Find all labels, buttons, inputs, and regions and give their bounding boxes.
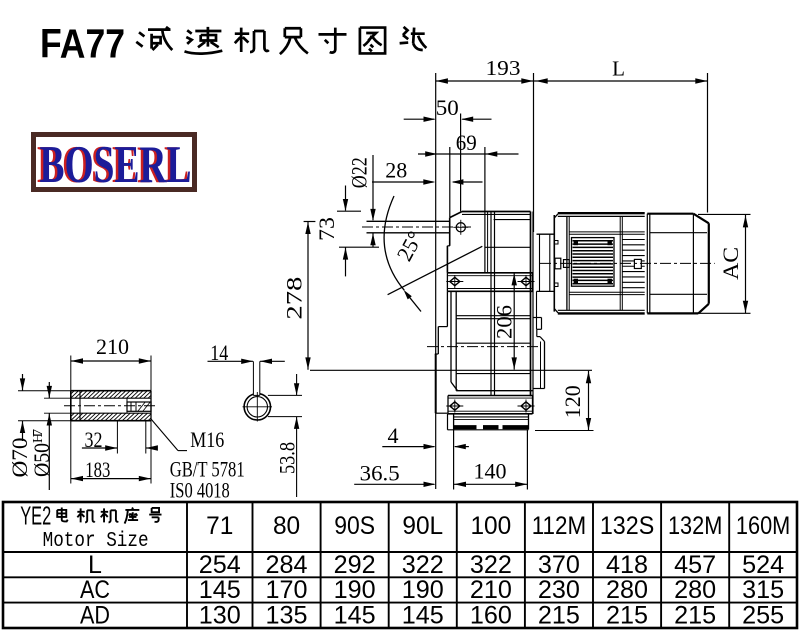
svg-text:190: 190 [402, 576, 444, 604]
svg-text:73: 73 [314, 217, 339, 241]
svg-text:254: 254 [199, 551, 241, 579]
svg-text:Ø22: Ø22 [347, 157, 372, 188]
svg-text:112M: 112M [532, 512, 586, 540]
svg-text:132M: 132M [668, 512, 722, 540]
svg-text:215: 215 [606, 602, 648, 630]
svg-text:M16: M16 [190, 427, 224, 452]
svg-text:193: 193 [486, 56, 521, 80]
svg-text:AD: AD [80, 602, 110, 630]
svg-text:215: 215 [674, 602, 716, 630]
svg-text:160M: 160M [736, 512, 790, 540]
svg-text:32: 32 [85, 427, 103, 452]
svg-text:IS0 4018: IS0 4018 [170, 477, 230, 502]
svg-text:120: 120 [560, 385, 585, 418]
svg-text:278: 278 [281, 277, 306, 320]
svg-text:50: 50 [436, 95, 459, 120]
svg-text:GB/T 5781: GB/T 5781 [170, 457, 245, 482]
svg-text:284: 284 [266, 551, 308, 579]
svg-text:255: 255 [742, 602, 784, 630]
svg-text:322: 322 [470, 551, 512, 579]
svg-text:69: 69 [456, 130, 477, 155]
svg-text:Ø50H7: Ø50H7 [29, 429, 54, 477]
svg-text:230: 230 [538, 576, 580, 604]
svg-text:53.8: 53.8 [274, 442, 299, 474]
svg-text:BOSERL: BOSERL [37, 136, 189, 194]
svg-text:292: 292 [334, 551, 376, 579]
svg-text:36.5: 36.5 [360, 460, 400, 485]
svg-text:206: 206 [491, 305, 516, 339]
svg-text:215: 215 [538, 602, 580, 630]
svg-text:145: 145 [402, 602, 444, 630]
svg-text:14: 14 [210, 340, 228, 365]
svg-text:170: 170 [266, 576, 308, 604]
svg-text:BOSERL: BOSERL [40, 136, 192, 194]
svg-text:L: L [88, 551, 102, 579]
svg-text:AC: AC [718, 247, 743, 280]
svg-text:90S: 90S [334, 512, 375, 540]
svg-text:80: 80 [273, 512, 300, 540]
svg-text:160: 160 [470, 602, 512, 630]
svg-text:4: 4 [388, 423, 399, 448]
svg-text:28: 28 [385, 158, 407, 183]
svg-text:130: 130 [199, 602, 241, 630]
svg-text:183: 183 [85, 457, 110, 482]
svg-text:210: 210 [470, 576, 512, 604]
svg-text:135: 135 [266, 602, 308, 630]
svg-text:190: 190 [334, 576, 376, 604]
svg-text:100: 100 [470, 512, 511, 540]
svg-text:Ø70: Ø70 [7, 438, 32, 478]
svg-text:FA77: FA77 [40, 21, 125, 67]
svg-text:524: 524 [742, 551, 784, 579]
svg-text:90L: 90L [402, 512, 443, 540]
svg-text:140: 140 [474, 458, 507, 483]
svg-text:Motor Size: Motor Size [43, 530, 149, 553]
svg-text:322: 322 [402, 551, 444, 579]
svg-text:132S: 132S [600, 512, 654, 540]
svg-text:145: 145 [199, 576, 241, 604]
svg-text:418: 418 [606, 551, 648, 579]
svg-text:210: 210 [96, 334, 129, 359]
svg-text:71: 71 [206, 512, 233, 540]
svg-text:280: 280 [606, 576, 648, 604]
svg-text:L: L [612, 57, 625, 81]
svg-text:145: 145 [334, 602, 376, 630]
svg-text:315: 315 [742, 576, 784, 604]
svg-text:YE2: YE2 [20, 501, 51, 531]
svg-text:457: 457 [674, 551, 716, 579]
svg-text:370: 370 [538, 551, 580, 579]
svg-text:AC: AC [80, 576, 110, 604]
svg-text:280: 280 [674, 576, 716, 604]
